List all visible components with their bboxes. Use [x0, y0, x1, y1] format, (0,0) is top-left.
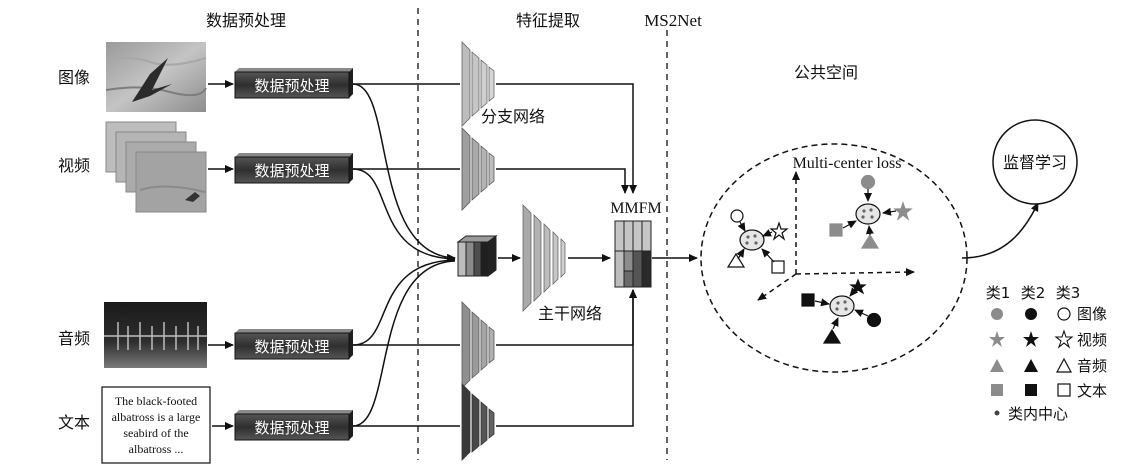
class1-image-circle [860, 174, 876, 190]
mmfm-module [614, 220, 652, 288]
class1-video-star [893, 201, 913, 221]
legend: 类1 类2 类3 图像 视频 音频 文本 类内中心 [986, 284, 1107, 423]
legend-class2-star [1023, 331, 1039, 347]
cluster-class3 [726, 209, 789, 274]
text-sample-line: seabird of the [123, 426, 188, 440]
legend-class1-square [991, 384, 1003, 396]
section-title-preprocess: 数据预处理 [206, 11, 286, 30]
legend-class3-circle [1057, 307, 1071, 321]
legend-class3-square [1057, 383, 1071, 397]
preprocess-box-label: 数据预处理 [254, 162, 329, 180]
class3-video-star [769, 221, 789, 241]
section-title-common-space: 公共空间 [794, 63, 858, 82]
legend-row-text: 文本 [1077, 382, 1107, 400]
modality-label-text: 文本 [58, 413, 90, 432]
modality-label-image: 图像 [58, 68, 90, 87]
class3-image-circle [730, 209, 744, 223]
preprocess-box-label: 数据预处理 [254, 419, 329, 437]
section-title-feature: 特征提取 [516, 11, 580, 30]
merge-curves [352, 83, 456, 427]
branch-network-image [461, 41, 495, 127]
class2-audio-triangle [822, 328, 842, 344]
preprocess-box-label: 数据预处理 [254, 77, 329, 95]
modality-label-audio: 音频 [58, 329, 90, 348]
legend-row-image: 图像 [1077, 305, 1107, 323]
legend-class1-triangle [990, 359, 1004, 372]
class2-text-square [801, 293, 815, 307]
preprocess-box-image: 数据预处理 [234, 68, 353, 99]
class2-image-circle [866, 312, 882, 328]
class3-text-square [771, 260, 785, 274]
legend-class2-circle [1025, 308, 1037, 320]
intra-class-center [829, 295, 855, 317]
preprocess-box-video: 数据预处理 [234, 153, 353, 184]
legend-center-label: 类内中心 [1008, 405, 1068, 423]
class2-video-star [849, 278, 867, 295]
cluster-class2 [801, 278, 882, 344]
image-thumbnail [105, 42, 207, 112]
text-sample-line: albatross ... [129, 442, 184, 456]
space-to-supervised-arrow [961, 202, 1039, 259]
intra-class-center [739, 229, 765, 251]
branch-network-video [461, 127, 495, 211]
cluster-class1 [829, 174, 913, 249]
class3-audio-triangle [726, 252, 746, 268]
supervised-learning-label: 监督学习 [1003, 153, 1067, 172]
class1-text-square [829, 223, 843, 237]
branch-network-audio [461, 301, 495, 389]
class1-audio-triangle [860, 233, 880, 249]
space-axes [757, 171, 915, 301]
input-arrows [208, 80, 234, 430]
shared-feature-cube [456, 235, 498, 277]
legend-row-audio: 音频 [1077, 357, 1107, 375]
modality-label-video: 视频 [58, 156, 90, 175]
branch-network-text [461, 383, 495, 461]
preprocess-box-text: 数据预处理 [234, 410, 353, 441]
bird-icon [132, 58, 172, 102]
legend-header-class1: 类1 [986, 284, 1011, 302]
legend-class3-triangle [1055, 357, 1073, 373]
section-title-model: MS2Net [644, 11, 702, 30]
preprocess-box-label: 数据预处理 [254, 338, 329, 356]
legend-class3-star [1054, 329, 1074, 349]
bird-icon [185, 192, 200, 202]
legend-header-class3: 类3 [1056, 284, 1081, 302]
multi-center-loss-label: Multi-center loss [793, 155, 902, 172]
trunk-network-label: 主干网络 [538, 304, 602, 323]
preprocess-box-audio: 数据预处理 [234, 329, 353, 360]
text-sample: The black-footed albatross is a large se… [101, 386, 211, 464]
text-sample-line: The black-footed [115, 394, 197, 408]
mmfm-label: MMFM [610, 200, 662, 217]
legend-class1-circle [991, 308, 1003, 320]
legend-class2-triangle [1024, 359, 1038, 372]
branch-network-label: 分支网络 [481, 107, 545, 126]
trunk-network [522, 204, 566, 312]
branch-input-lines [353, 83, 460, 427]
legend-header-class2: 类2 [1021, 284, 1046, 302]
supervised-learning-circle [992, 119, 1078, 205]
legend-class1-star [989, 331, 1005, 347]
audio-spectrogram [104, 302, 207, 368]
legend-class2-square [1025, 384, 1037, 396]
video-thumbnail [105, 121, 207, 213]
intra-class-center [855, 203, 881, 225]
legend-row-video: 视频 [1077, 331, 1107, 349]
branch-to-mmfm-lines [496, 83, 637, 427]
text-sample-line: albatross is a large [112, 410, 201, 424]
legend-center-dot [994, 410, 1000, 416]
